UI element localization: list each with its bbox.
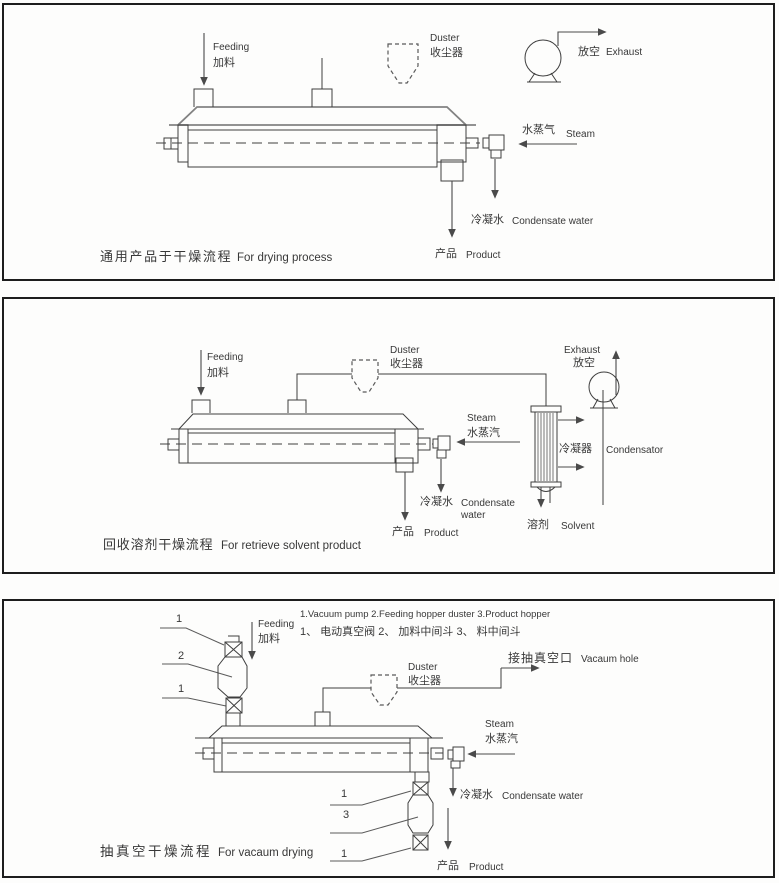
exhaust-label-en: Exhaust: [606, 47, 642, 58]
product-label-zh: 产品: [392, 524, 414, 538]
exhaust-label-zh: 放空: [573, 355, 595, 369]
callout-feed-mid: 2: [178, 650, 184, 662]
exhaust-label-zh: 放空: [578, 44, 600, 58]
feeding-label-en: Feeding: [207, 352, 243, 363]
feeding-label-zh: 加料: [258, 631, 280, 645]
feeding-label-en: Feeding: [213, 42, 249, 53]
panel-caption-zh: 回收溶剂干燥流程: [103, 537, 213, 552]
panel-vacuum-drying: 1.Vacuum pump 2.Feeding hopper duster 3.…: [2, 599, 775, 878]
duster-icon: [351, 359, 379, 393]
callout-feed-bottom-leader: [162, 697, 227, 707]
dryer-body: [163, 58, 479, 182]
panel-caption-zh: 抽真空干燥流程: [100, 844, 212, 859]
steam-label-en: Steam: [467, 413, 496, 424]
condenser-icon: [530, 405, 562, 503]
vacuum-hole-label-zh: 接抽真空口: [508, 650, 573, 665]
callout-out-top-leader: [330, 790, 412, 806]
legend-line-en: 1.Vacuum pump 2.Feeding hopper duster 3.…: [300, 609, 550, 620]
product-label-en: Product: [469, 862, 504, 873]
panel-border: [2, 3, 775, 281]
vacuum-hole-label-en: Vacaum hole: [581, 654, 639, 665]
duster-label-en: Duster: [408, 662, 438, 673]
duster-label-zh: 收尘器: [408, 673, 441, 687]
product-label-en: Product: [424, 528, 459, 539]
product-valve-hopper-stack: [407, 781, 434, 851]
steam-label-zh: 水蒸气: [522, 122, 555, 136]
condensate-label-en: Condensate water: [512, 216, 594, 227]
condensate-label-zh: 冷凝水: [460, 787, 493, 801]
panel-border: [2, 599, 775, 878]
panel-caption-en: For vacaum drying: [218, 847, 313, 859]
condensate-label-en: Condensate water: [502, 791, 584, 802]
product-label-zh: 产品: [437, 858, 459, 872]
condensate-label-en-line1: Condensate: [461, 498, 515, 509]
legend-line-zh: 1、 电动真空阀 2、 加料中间斗 3、 料中间斗: [300, 624, 521, 638]
duster-icon: [387, 43, 419, 84]
exhaust-fan-icon: [588, 371, 620, 403]
condensate-label-en-line2: water: [460, 510, 486, 521]
feeding-label-zh: 加料: [213, 55, 235, 69]
feeding-label-zh: 加料: [207, 365, 229, 379]
duster-label-en: Duster: [430, 33, 460, 44]
callout-out-mid-leader: [330, 816, 419, 834]
steam-label-en: Steam: [566, 129, 595, 140]
callout-out-mid: 3: [343, 809, 349, 821]
duster-icon: [370, 674, 398, 706]
exhaust-fan-base-and-pipe: [590, 390, 618, 505]
solvent-label-zh: 溶剂: [527, 517, 549, 531]
callout-feed-bottom: 1: [178, 683, 184, 695]
callout-feed-top-leader: [160, 627, 225, 646]
exhaust-label-en: Exhaust: [564, 345, 600, 356]
condenser-label-en: Condensator: [606, 445, 664, 456]
panel-caption-en: For retrieve solvent product: [221, 540, 362, 552]
vapor-pipe: [296, 373, 547, 406]
duster-label-en: Duster: [390, 345, 420, 356]
exhaust-arrow: [557, 28, 607, 46]
panel-solvent-recovery: Feeding 加料 Duster 收尘器 Steam 水蒸汽 冷凝水 Cond…: [2, 297, 775, 574]
solvent-label-en: Solvent: [561, 521, 595, 532]
callout-feed-mid-leader: [162, 663, 233, 678]
dryer-body: [167, 399, 431, 473]
steam-trap-fitting: [447, 746, 465, 769]
steam-label-zh: 水蒸汽: [467, 425, 500, 439]
callout-out-top: 1: [341, 788, 347, 800]
steam-trap-fitting: [432, 435, 451, 459]
condensate-label-zh: 冷凝水: [420, 494, 453, 508]
duster-label-zh: 收尘器: [390, 356, 423, 370]
panel-general-drying: Feeding 加料 Duster 收尘器 放空 Exhaust 水蒸气 Ste…: [2, 3, 775, 281]
steam-trap-fitting: [482, 134, 505, 159]
feed-valve-hopper-stack: [217, 635, 248, 714]
steam-label-zh: 水蒸汽: [485, 731, 518, 745]
feeding-label-en: Feeding: [258, 619, 294, 630]
vacuum-pipe: [322, 668, 502, 712]
condenser-tubes: [537, 413, 554, 481]
callout-out-bottom-leader: [330, 847, 412, 862]
panel-caption-en: For drying process: [237, 252, 332, 264]
condenser-label-zh: 冷凝器: [559, 441, 592, 455]
product-label-en: Product: [466, 250, 501, 261]
product-label-zh: 产品: [435, 246, 457, 260]
condensate-label-zh: 冷凝水: [471, 212, 504, 226]
dryer-hood: [169, 106, 476, 126]
panel-border: [2, 297, 775, 574]
panel-caption-zh: 通用产品于干燥流程: [100, 249, 232, 264]
duster-label-zh: 收尘器: [430, 45, 463, 59]
callout-out-bottom: 1: [341, 848, 347, 860]
exhaust-fan-icon: [524, 39, 562, 77]
dryer-body: [195, 711, 444, 783]
callout-feed-top: 1: [176, 613, 182, 625]
exhaust-fan-base: [527, 72, 561, 83]
steam-label-en: Steam: [485, 719, 514, 730]
